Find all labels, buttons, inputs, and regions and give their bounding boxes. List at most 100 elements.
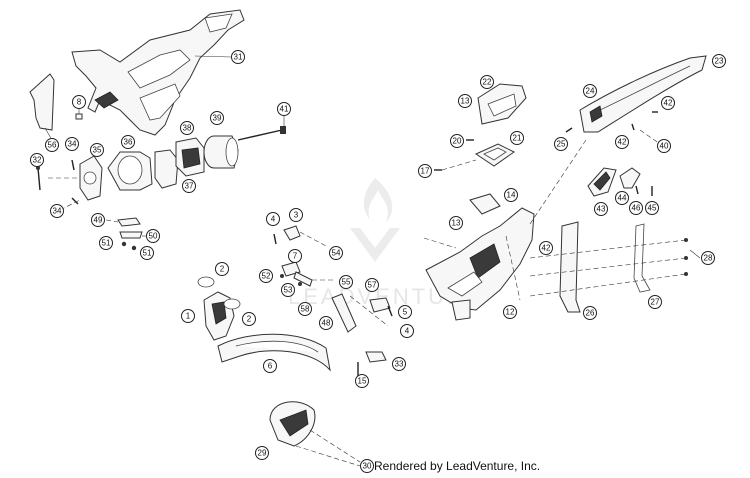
callout-24[interactable]: 24 — [583, 84, 597, 98]
svg-text:25: 25 — [557, 140, 566, 149]
callout-14[interactable]: 14 — [504, 188, 518, 202]
callout-20[interactable]: 20 — [450, 134, 464, 148]
callout-39[interactable]: 39 — [210, 111, 224, 125]
part-tank-cover-22 — [477, 83, 527, 125]
part-screws-17-20 — [434, 139, 477, 171]
svg-text:26: 26 — [586, 309, 595, 318]
svg-text:33: 33 — [395, 360, 404, 369]
svg-text:58: 58 — [301, 305, 310, 314]
callout-15[interactable]: 15 — [355, 374, 369, 388]
callout-43[interactable]: 43 — [594, 202, 608, 216]
callout-55[interactable]: 55 — [339, 275, 353, 289]
callout-33[interactable]: 33 — [392, 357, 406, 371]
svg-text:15: 15 — [358, 377, 367, 386]
callout-44[interactable]: 44 — [615, 191, 629, 205]
part-disc-guard-29 — [269, 401, 361, 467]
svg-text:36: 36 — [124, 138, 133, 147]
callout-58[interactable]: 58 — [298, 302, 312, 316]
callout-2[interactable]: 2 — [215, 262, 229, 276]
callout-7[interactable]: 7 — [288, 249, 302, 263]
callout-12[interactable]: 12 — [503, 305, 517, 319]
part-fork-guard-48 — [331, 293, 393, 333]
callout-4[interactable]: 4 — [400, 324, 414, 338]
callout-46[interactable]: 46 — [629, 201, 643, 215]
svg-text:39: 39 — [213, 114, 222, 123]
callout-23[interactable]: 23 — [712, 54, 726, 68]
callout-41[interactable]: 41 — [277, 102, 291, 116]
callout-13[interactable]: 13 — [458, 94, 472, 108]
connector-line — [529, 139, 587, 225]
svg-text:4: 4 — [271, 215, 276, 224]
svg-text:3: 3 — [294, 211, 299, 220]
callout-22[interactable]: 22 — [480, 75, 494, 89]
svg-text:41: 41 — [280, 105, 289, 114]
callout-4[interactable]: 4 — [266, 212, 280, 226]
callout-42[interactable]: 42 — [661, 96, 675, 110]
callout-34[interactable]: 34 — [50, 204, 64, 218]
svg-text:56: 56 — [48, 141, 57, 150]
callout-49[interactable]: 49 — [91, 213, 105, 227]
part-screws-28 — [529, 238, 701, 297]
callout-54[interactable]: 54 — [329, 246, 343, 260]
callout-1[interactable]: 1 — [181, 309, 195, 323]
callout-48[interactable]: 48 — [319, 316, 333, 330]
callout-28[interactable]: 28 — [701, 251, 715, 265]
callout-36[interactable]: 36 — [121, 135, 135, 149]
part-bolt-41 — [237, 116, 286, 141]
part-caps-2 — [197, 276, 241, 310]
svg-text:51: 51 — [102, 239, 111, 248]
part-clip-8 — [75, 109, 83, 120]
part-filter-cage-38 — [175, 137, 205, 177]
svg-text:42: 42 — [542, 244, 551, 253]
watermark-logo — [350, 178, 400, 262]
callout-29[interactable]: 29 — [255, 446, 269, 460]
callout-37[interactable]: 37 — [182, 179, 196, 193]
callout-42[interactable]: 42 — [615, 135, 629, 149]
svg-text:44: 44 — [618, 194, 627, 203]
callout-5[interactable]: 5 — [398, 305, 412, 319]
callout-53[interactable]: 53 — [281, 283, 295, 297]
svg-text:20: 20 — [453, 137, 462, 146]
svg-text:55: 55 — [342, 278, 351, 287]
svg-text:52: 52 — [262, 272, 271, 281]
callout-3[interactable]: 3 — [289, 208, 303, 222]
part-rear-fender-23 — [579, 55, 707, 133]
callout-34[interactable]: 34 — [65, 137, 79, 151]
callout-51[interactable]: 51 — [140, 246, 154, 260]
callout-42[interactable]: 42 — [539, 241, 553, 255]
callout-56[interactable]: 56 — [45, 138, 59, 152]
callout-51[interactable]: 51 — [99, 236, 113, 250]
callout-21[interactable]: 21 — [510, 131, 524, 145]
callout-32[interactable]: 32 — [30, 153, 44, 167]
part-cap-14 — [469, 193, 501, 215]
svg-text:34: 34 — [68, 140, 77, 149]
callout-13[interactable]: 13 — [449, 216, 463, 230]
callout-2[interactable]: 2 — [242, 312, 256, 326]
svg-text:29: 29 — [258, 449, 267, 458]
svg-text:22: 22 — [483, 78, 492, 87]
part-side-strip-26 — [559, 221, 581, 313]
callout-57[interactable]: 57 — [365, 278, 379, 292]
callout-8[interactable]: 8 — [72, 95, 86, 109]
callout-35[interactable]: 35 — [90, 143, 104, 157]
callout-27[interactable]: 27 — [648, 295, 662, 309]
part-shield-56 — [29, 73, 55, 141]
callout-31[interactable]: 31 — [231, 50, 245, 64]
callout-26[interactable]: 26 — [583, 306, 597, 320]
svg-text:24: 24 — [586, 87, 595, 96]
callout-38[interactable]: 38 — [180, 121, 194, 135]
callout-6[interactable]: 6 — [263, 359, 277, 373]
part-plate-21 — [474, 143, 515, 167]
callout-50[interactable]: 50 — [146, 229, 160, 243]
callout-45[interactable]: 45 — [645, 201, 659, 215]
svg-text:48: 48 — [322, 319, 331, 328]
callout-40[interactable]: 40 — [657, 139, 671, 153]
callout-30[interactable]: 30 — [360, 459, 374, 473]
svg-text:42: 42 — [618, 138, 627, 147]
callout-17[interactable]: 17 — [418, 164, 432, 178]
callout-25[interactable]: 25 — [554, 137, 568, 151]
svg-text:27: 27 — [651, 298, 660, 307]
callout-52[interactable]: 52 — [259, 269, 273, 283]
svg-text:38: 38 — [183, 124, 192, 133]
